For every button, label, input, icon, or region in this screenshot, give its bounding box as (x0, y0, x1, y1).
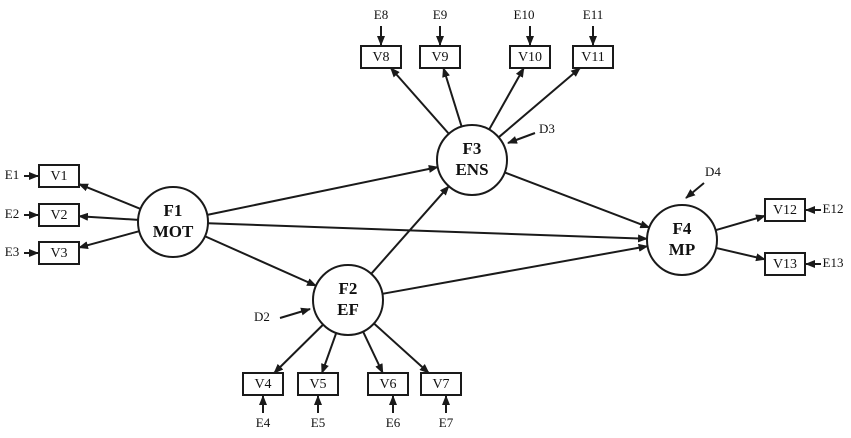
factor-code-f1: F1 (164, 201, 183, 220)
factor-name-f3: ENS (455, 160, 488, 179)
indicator-label-v9: V9 (431, 50, 448, 65)
indicator-box-v4 (242, 372, 284, 396)
disturbance-label-d2: D2 (254, 309, 270, 324)
loading-arrow-v9 (442, 67, 463, 127)
factor-circle-f4 (646, 204, 718, 276)
indicator-label-v3: V3 (50, 246, 67, 261)
path-arrow-f2-f3 (370, 185, 450, 275)
loading-arrow-v8 (389, 67, 450, 135)
error-label-e11: E11 (583, 7, 603, 22)
indicator-label-v6: V6 (379, 377, 396, 392)
factor-name-f1: MOT (153, 222, 194, 241)
indicator-box-v10 (509, 45, 551, 69)
indicator-label-v2: V2 (50, 208, 67, 223)
indicator-box-v8 (360, 45, 402, 69)
indicator-label-v7: V7 (432, 377, 449, 392)
disturbance-arrow-d4 (685, 182, 705, 199)
factor-code-f4: F4 (673, 219, 692, 238)
error-label-e3: E3 (5, 244, 19, 259)
indicator-box-v9 (419, 45, 461, 69)
path-arrow-f1-f3 (207, 165, 439, 216)
indicator-label-v5: V5 (309, 377, 326, 392)
indicator-label-v8: V8 (372, 50, 389, 65)
indicator-box-v6 (367, 372, 409, 396)
indicator-label-v10: V10 (518, 50, 542, 65)
path-arrow-f1-f4 (207, 222, 649, 243)
factor-code-f2: F2 (339, 279, 358, 298)
loading-arrow-v1 (78, 183, 141, 210)
path-arrow-f3-f4 (504, 171, 651, 229)
loading-arrow-v2 (78, 212, 139, 221)
error-label-e8: E8 (374, 7, 388, 22)
error-label-e10: E10 (514, 7, 535, 22)
factor-name-f2: EF (337, 300, 359, 319)
factor-circle-f2 (312, 264, 384, 336)
loading-arrow-v12 (715, 214, 766, 232)
loading-arrow-v4 (273, 323, 324, 374)
error-label-e13: E13 (823, 255, 844, 270)
factor-code-f3: F3 (463, 139, 482, 158)
indicator-box-v1 (38, 164, 80, 188)
loading-arrow-v6 (362, 331, 384, 374)
loading-arrow-v10 (488, 67, 525, 130)
indicator-box-v11 (572, 45, 614, 69)
loading-arrow-v7 (373, 322, 430, 374)
indicator-box-v5 (297, 372, 339, 396)
error-label-e4: E4 (256, 415, 271, 430)
indicator-label-v4: V4 (254, 377, 271, 392)
loading-arrow-v5 (320, 332, 338, 374)
factor-name-f4: MP (669, 240, 695, 259)
indicator-box-v12 (764, 198, 806, 222)
disturbance-arrow-d3 (507, 132, 536, 144)
indicator-box-v7 (420, 372, 462, 396)
error-label-e1: E1 (5, 167, 19, 182)
disturbance-label-d3: D3 (539, 121, 555, 136)
loading-arrow-v11 (498, 67, 581, 139)
indicator-label-v12: V12 (773, 203, 797, 218)
path-arrow-f2-f4 (382, 243, 649, 295)
error-label-e9: E9 (433, 7, 447, 22)
indicator-label-v13: V13 (773, 257, 797, 272)
error-label-e5: E5 (311, 415, 325, 430)
error-label-e7: E7 (439, 415, 454, 430)
disturbance-arrow-d2 (279, 307, 311, 319)
loading-arrow-v13 (715, 246, 766, 262)
indicator-box-v3 (38, 241, 80, 265)
error-label-e12: E12 (823, 201, 844, 216)
loading-arrow-v3 (78, 230, 140, 250)
indicator-label-v1: V1 (50, 169, 67, 184)
error-label-e2: E2 (5, 206, 19, 221)
factor-circle-f1 (137, 186, 209, 258)
indicator-box-v2 (38, 203, 80, 227)
error-label-e6: E6 (386, 415, 401, 430)
indicator-box-v13 (764, 252, 806, 276)
factor-circle-f3 (436, 124, 508, 196)
disturbance-label-d4: D4 (705, 164, 721, 179)
indicator-label-v11: V11 (581, 50, 605, 65)
path-arrow-f1-f2 (204, 235, 317, 287)
